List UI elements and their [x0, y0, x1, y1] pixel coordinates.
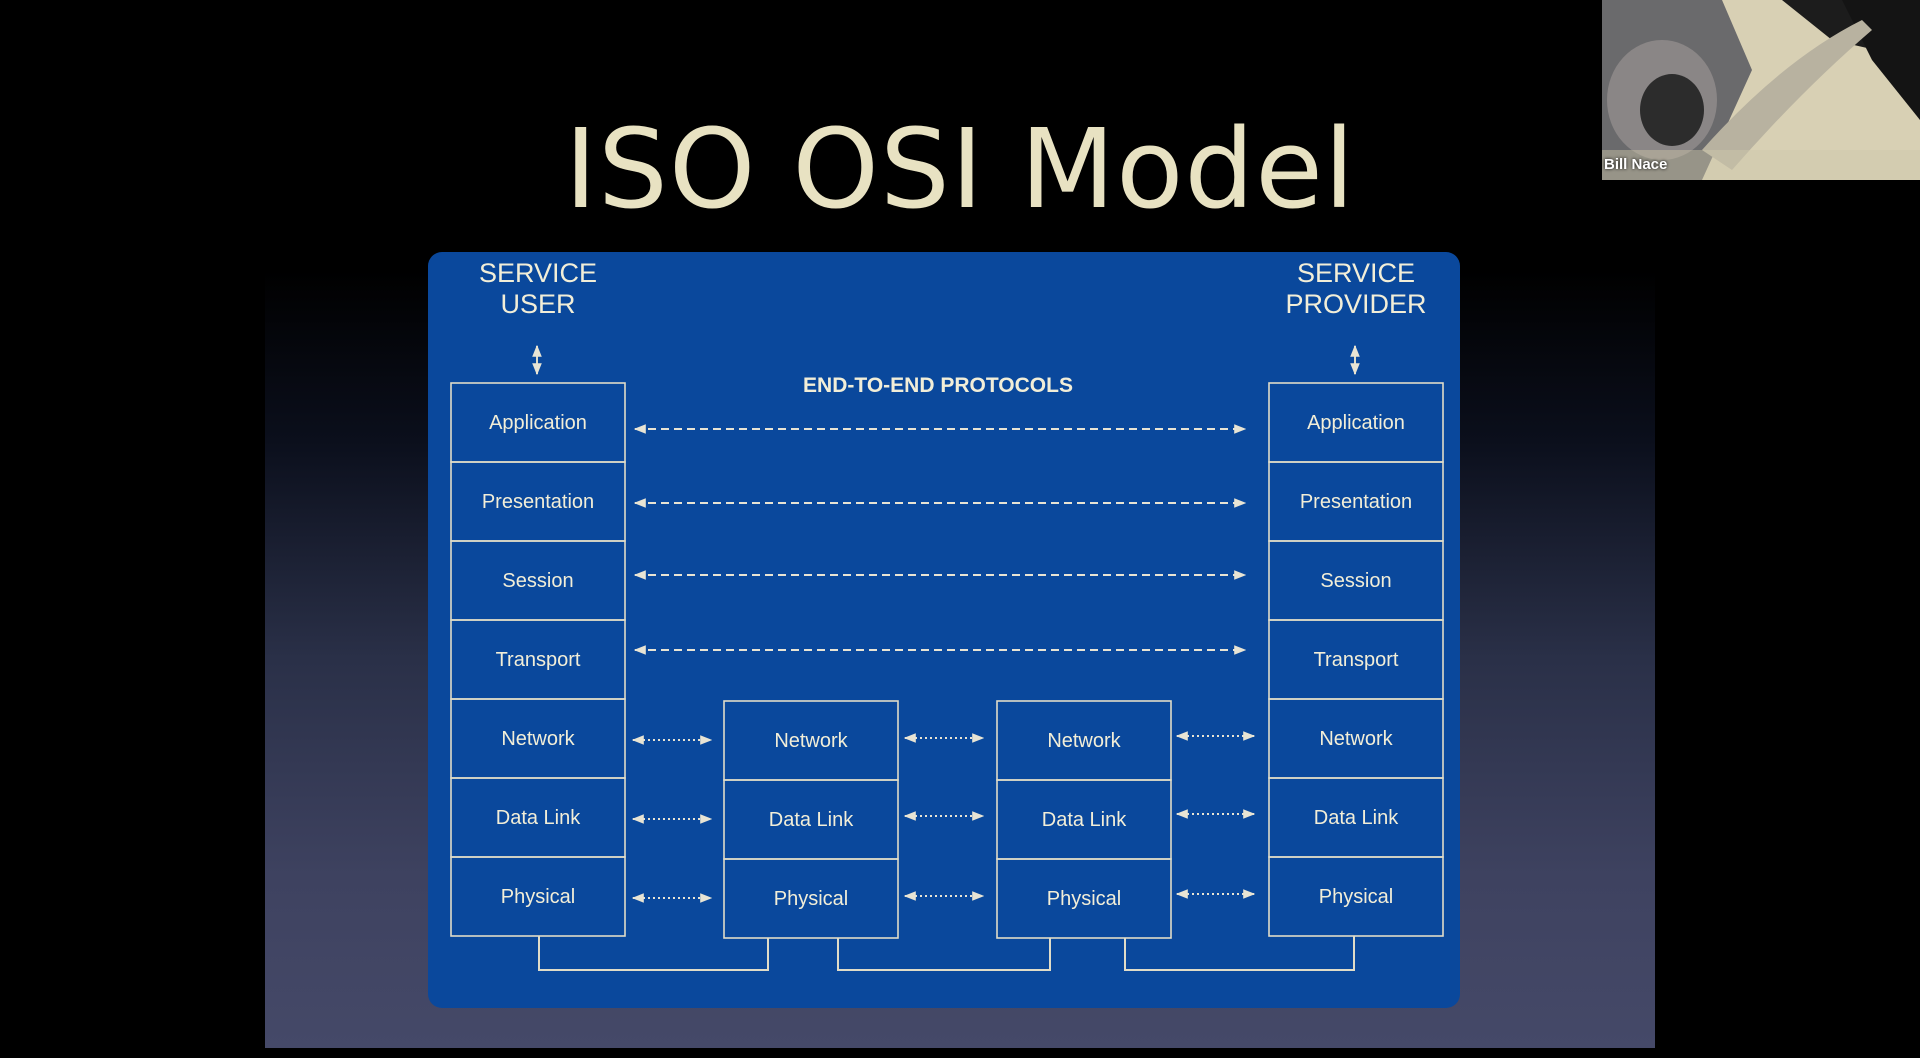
service-provider-label-line2: PROVIDER	[1285, 289, 1426, 319]
layer-box-physical	[996, 858, 1172, 939]
layer-label-presentation: Presentation	[482, 491, 594, 513]
layer-label-session: Session	[502, 570, 573, 592]
osi-diagram-panel	[428, 252, 1460, 1008]
layer-label-data-link: Data Link	[496, 807, 581, 829]
layer-label-data-link: Data Link	[1042, 809, 1127, 831]
physical-link-1	[538, 936, 769, 971]
layer-label-application: Application	[1307, 412, 1405, 434]
layer-label-data-link: Data Link	[1314, 807, 1399, 829]
presenter-name-label: Bill Nace	[1604, 156, 1668, 173]
end-to-end-protocols-label: END-TO-END PROTOCOLS	[803, 374, 1073, 397]
layer-label-network: Network	[774, 730, 848, 752]
slide-title: ISO OSI Model	[564, 105, 1356, 233]
service-provider-label-line1: SERVICE	[1297, 258, 1415, 288]
layer-label-data-link: Data Link	[769, 809, 854, 831]
layer-label-physical: Physical	[1319, 886, 1393, 908]
layer-label-network: Network	[501, 728, 575, 750]
layer-label-physical: Physical	[1047, 888, 1121, 910]
layer-label-physical: Physical	[501, 886, 575, 908]
end-stack-right: Application Presentation Session Transpo…	[1268, 382, 1444, 937]
layer-label-presentation: Presentation	[1300, 491, 1412, 513]
service-user-label-line2: USER	[500, 289, 575, 319]
layer-box-physical	[723, 858, 899, 939]
layer-label-application: Application	[489, 412, 587, 434]
presenter-video	[1602, 0, 1920, 180]
layer-label-network: Network	[1319, 728, 1393, 750]
physical-link-2	[837, 938, 1051, 971]
layer-label-session: Session	[1320, 570, 1391, 592]
service-user-label-line1: SERVICE	[479, 258, 597, 288]
layer-box-physical	[1268, 856, 1444, 937]
layer-label-network: Network	[1047, 730, 1121, 752]
layer-label-physical: Physical	[774, 888, 848, 910]
layer-label-transport: Transport	[1314, 649, 1399, 671]
layer-label-transport: Transport	[496, 649, 581, 671]
end-stack-left: Application Presentation Session Transpo…	[450, 382, 626, 937]
presenter-image	[1602, 0, 1920, 180]
physical-link-3	[1124, 936, 1355, 971]
relay-stack-2: Network Data Link Physical	[996, 700, 1172, 939]
relay-stack-1: Network Data Link Physical	[723, 700, 899, 939]
